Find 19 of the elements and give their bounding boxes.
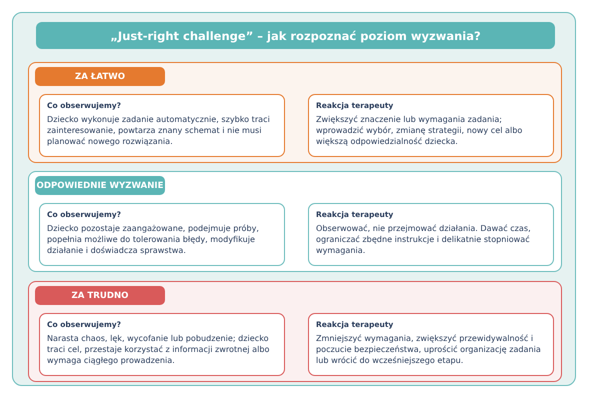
section-heading: ODPOWIEDNIE WYZWANIE — [35, 176, 165, 195]
info-card — [308, 313, 554, 376]
info-card — [39, 313, 285, 376]
section-heading: ZA TRUDNO — [35, 286, 165, 305]
section-panel — [28, 281, 562, 382]
title-banner: „Just-right challenge” – jak rozpoznać poziom wyzwania? — [36, 22, 555, 49]
section-panel — [28, 62, 562, 163]
card-text: Zmniejszyć wymagania, zwiększyć przewidywalność i poczucie bezpieczeństwa, uprościć organizację zadania lub wrócić do wcześniejszego etapu. — [316, 333, 542, 366]
info-card — [39, 203, 285, 266]
card-text: Dziecko wykonuje zadanie automatycznie, szybko traci zainteresowanie, powtarza znany schemat i nie musi planować nowego rozwiązania. — [47, 114, 271, 147]
section-panel — [28, 171, 562, 272]
card-text: Obserwować, nie przejmować działania. Dawać czas, ograniczać zbędne instrukcje i delikatnie stopniować wymagania. — [316, 223, 532, 256]
card-text: Narasta chaos, lęk, wycofanie lub pobudzenie; dziecko traci cel, przestaje korzystać z informacji zwrotnej albo wymaga ciągłego prowadzenia. — [47, 333, 270, 366]
info-card — [308, 203, 554, 266]
info-card — [39, 94, 285, 157]
card-text: Zwiększyć znaczenie lub wymagania zadania; wprowadzić wybór, zmianę strategii, nowy cel albo większą odpowiedzialność dziecka. — [316, 114, 524, 147]
card-text: Dziecko pozostaje zaangażowane, podejmuje próby, popełnia możliwe do tolerowania błędy, modyfikuje działanie i doświadcza sprawstwa. — [47, 223, 260, 256]
section-heading: ZA ŁATWO — [35, 67, 165, 86]
info-card — [308, 94, 554, 157]
